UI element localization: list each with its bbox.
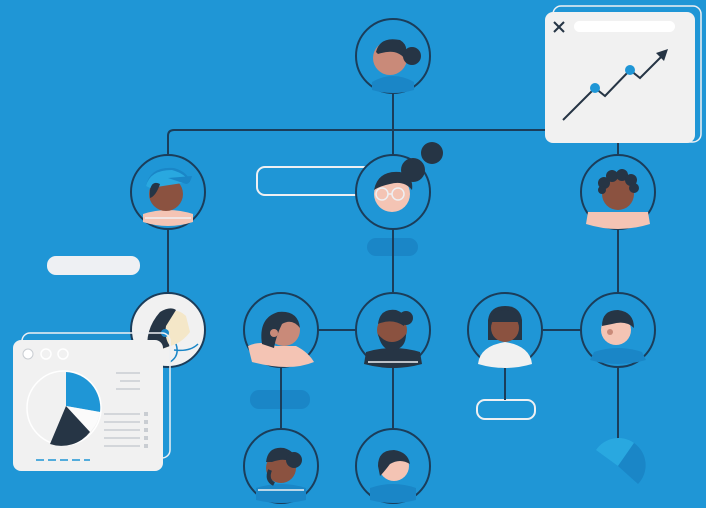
person-side-icon	[370, 450, 416, 503]
person-cap-icon	[143, 167, 193, 226]
node-member-4[interactable]	[580, 292, 656, 368]
person-beard-icon	[364, 309, 422, 368]
close-icon[interactable]	[553, 21, 565, 33]
node-member-1[interactable]	[243, 292, 319, 368]
small-pie-icon	[596, 438, 646, 484]
person-glasses-icon	[374, 142, 443, 212]
person-bob-icon	[248, 311, 314, 367]
node-member-3[interactable]	[467, 292, 543, 368]
trend-card	[545, 5, 702, 143]
legend-markers	[144, 412, 148, 448]
node-member-2[interactable]	[355, 292, 431, 368]
node-ceo[interactable]	[355, 18, 431, 94]
legend-lines	[104, 372, 140, 447]
node-member-6[interactable]	[355, 428, 431, 504]
pie-card	[13, 332, 171, 471]
person-bun-icon	[372, 39, 421, 93]
connector-lines	[167, 92, 619, 450]
window-dots-icon	[22, 348, 69, 360]
label-placeholder-left	[47, 256, 140, 275]
person-curly-icon	[586, 169, 650, 229]
card-title-bar	[574, 21, 675, 32]
trend-arrow-icon	[562, 49, 668, 121]
node-member-5[interactable]	[243, 428, 319, 504]
person-shorthair-icon	[590, 310, 646, 364]
node-manager-center[interactable]	[355, 142, 443, 230]
pie-chart-icon	[26, 370, 102, 446]
person-bun-icon	[256, 447, 306, 503]
node-manager-right[interactable]	[580, 154, 656, 230]
person-longhair-icon	[478, 306, 532, 368]
node-manager-left[interactable]	[130, 154, 206, 230]
